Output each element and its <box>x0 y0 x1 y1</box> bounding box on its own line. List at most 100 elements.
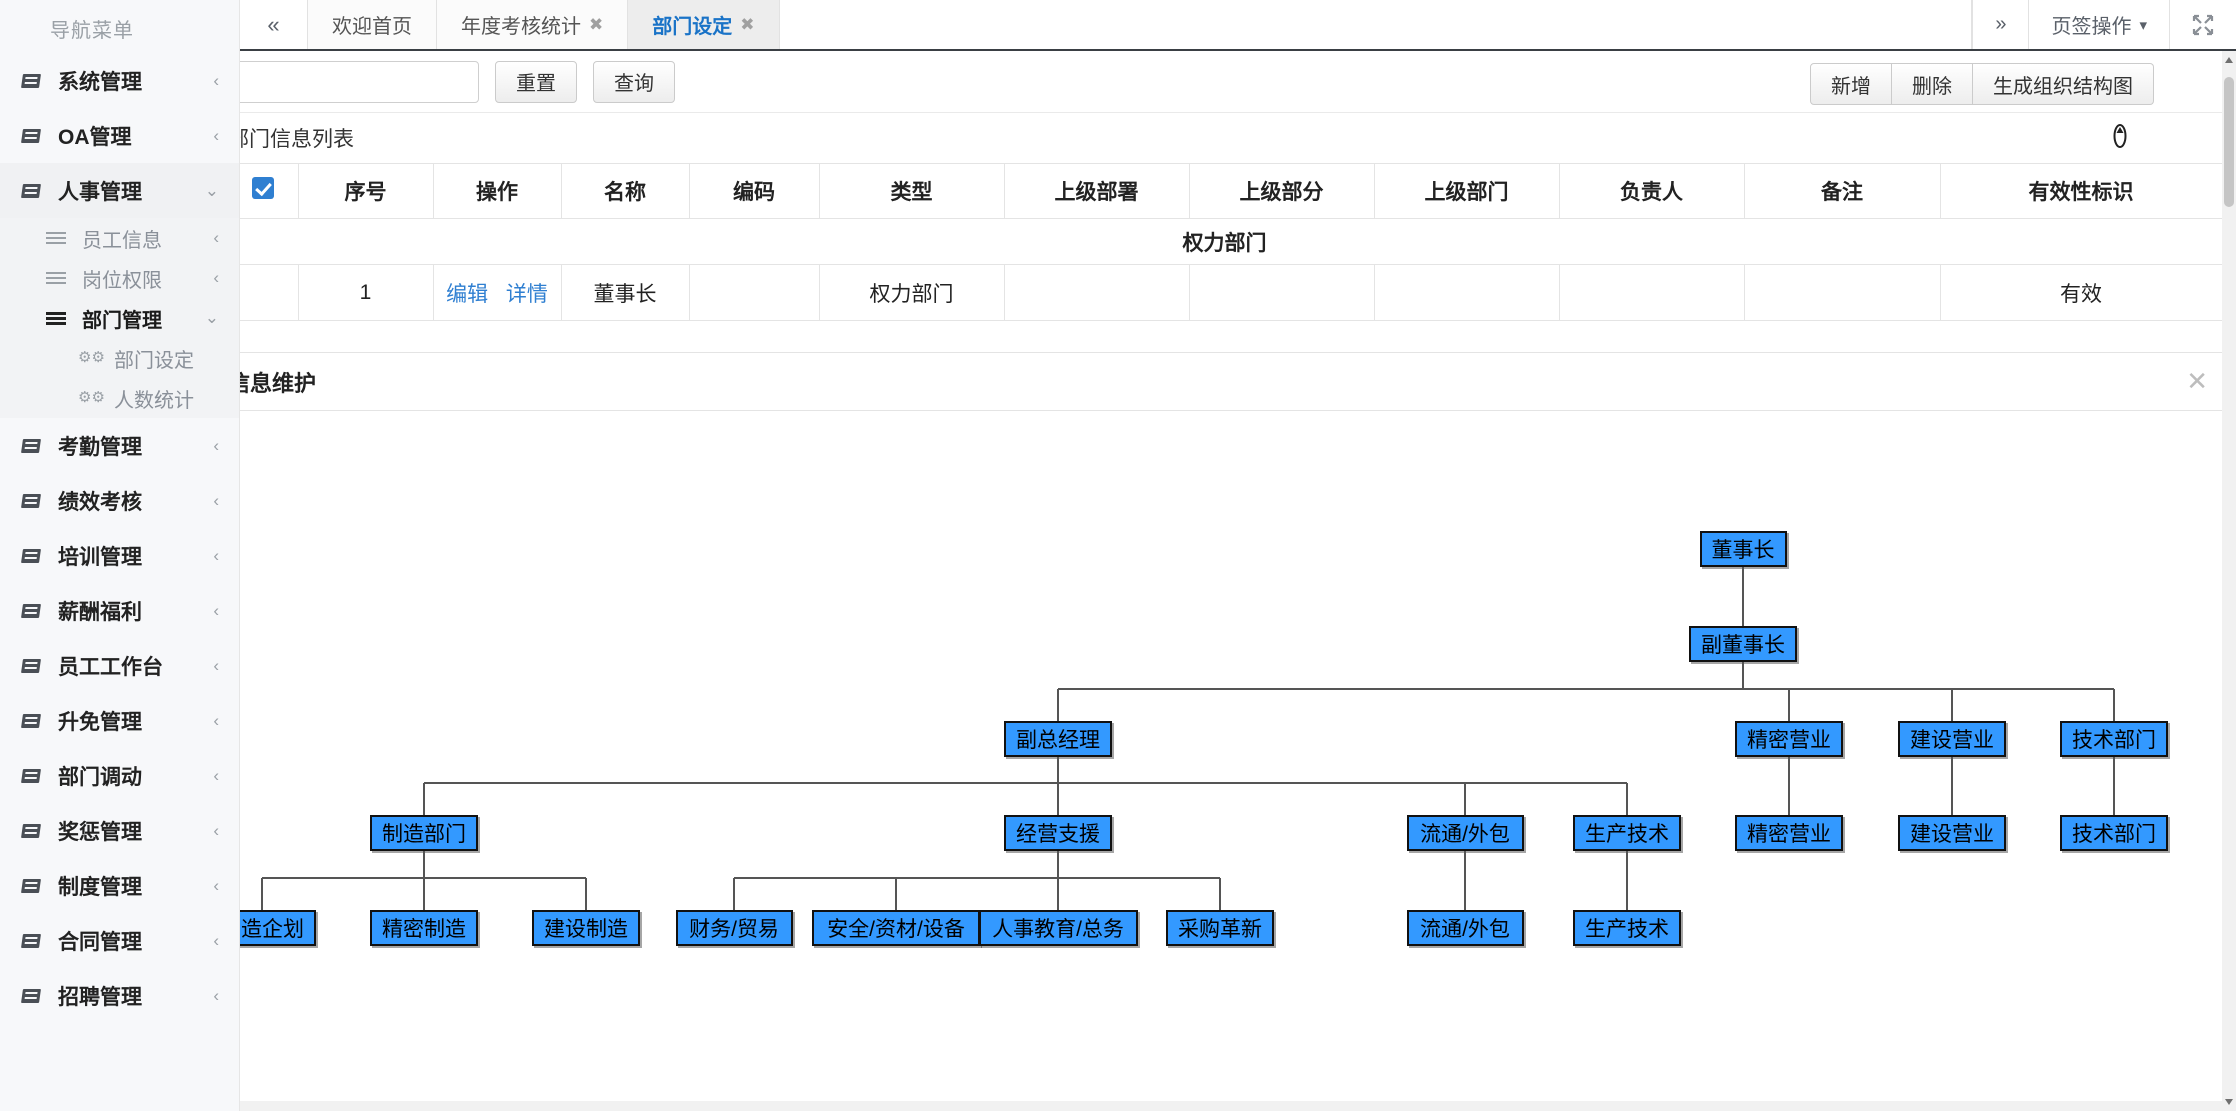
org-node[interactable]: 精密制造 <box>370 910 478 946</box>
edit-link[interactable]: 编辑 <box>446 282 489 306</box>
search-input[interactable] <box>219 60 479 103</box>
org-node[interactable]: 技术部门 <box>2060 815 2168 851</box>
org-connector <box>1057 688 1059 721</box>
sidebar-item-9[interactable]: 绩效考核‹ <box>0 473 239 528</box>
org-node[interactable]: 人事教育/总务 <box>978 910 1138 946</box>
org-node[interactable]: 副董事长 <box>1689 626 1797 662</box>
org-node[interactable]: 制造部门 <box>370 815 478 851</box>
org-node[interactable]: 技术部门 <box>2060 721 2168 757</box>
org-connector <box>261 877 263 910</box>
tab-label: 欢迎首页 <box>332 16 412 38</box>
sidebar-item-11[interactable]: 薪酬福利‹ <box>0 583 239 638</box>
sidebar-item-label: 岗位权限 <box>82 269 162 292</box>
org-node[interactable]: 流通/外包 <box>1406 910 1524 946</box>
dialog-horizontal-scrollbar[interactable] <box>240 1101 2236 1111</box>
org-connector <box>423 851 425 878</box>
tab-annual-review-stats[interactable]: 年度考核统计 ✖ <box>437 0 629 49</box>
chevron-left-icon: ‹ <box>213 875 219 895</box>
scroll-tabs-right-button[interactable]: » <box>1972 0 2028 49</box>
org-connector <box>2113 688 2115 721</box>
org-node[interactable]: 经营支援 <box>1004 815 1112 851</box>
sidebar-item-18[interactable]: 招聘管理‹ <box>0 968 239 1023</box>
sidebar-item-15[interactable]: 奖惩管理‹ <box>0 803 239 858</box>
nav-menu-title: 导航菜单 <box>50 20 134 42</box>
close-icon[interactable]: ✖ <box>740 14 755 34</box>
org-node[interactable]: 副总经理 <box>1004 721 1112 757</box>
sidebar-item-17[interactable]: 合同管理‹ <box>0 913 239 968</box>
sidebar-item-7[interactable]: ⚙⚙人数统计 <box>0 378 239 418</box>
sidebar-item-1[interactable]: OA管理‹ <box>0 108 239 163</box>
org-node[interactable]: 流通/外包 <box>1406 815 1524 851</box>
select-all-checkbox[interactable] <box>251 177 274 199</box>
book-icon <box>21 988 48 1003</box>
tab-welcome[interactable]: 欢迎首页 <box>308 0 437 49</box>
sidebar-item-2[interactable]: 人事管理⌄ <box>0 163 239 218</box>
sidebar-item-3[interactable]: 员工信息‹ <box>0 218 239 258</box>
org-connector <box>585 877 587 910</box>
table-group-row: 权力部门 <box>0 219 2222 265</box>
sidebar-item-13[interactable]: 升免管理‹ <box>0 693 239 748</box>
org-node[interactable]: 财务/贸易 <box>675 910 793 946</box>
org-connector <box>1626 783 1628 815</box>
scroll-tabs-left-button[interactable]: « <box>240 0 308 49</box>
sidebar: 导航菜单 系统管理‹OA管理‹人事管理⌄员工信息‹岗位权限‹部门管理⌄⚙⚙部门设… <box>0 0 240 1111</box>
chevron-left-icon: ‹ <box>213 125 219 145</box>
tab-department-settings[interactable]: 部门设定 ✖ <box>628 0 780 49</box>
tab-action-menu[interactable]: 页签操作 ▾ <box>2028 0 2169 49</box>
dialog-body: 董事长副董事长副总经理精密营业建设营业技术部门制造部门经营支援流通/外包生产技术… <box>0 411 2236 1111</box>
sidebar-item-label: 升免管理 <box>58 710 142 734</box>
reset-button[interactable]: 重置 <box>495 60 577 103</box>
table-header-row: 序号 操作 名称 编码 类型 上级部署 上级部分 上级部门 负责人 备注 有效性… <box>0 163 2222 219</box>
sidebar-item-5[interactable]: 部门管理⌄ <box>0 298 239 338</box>
org-node[interactable]: 精密营业 <box>1735 815 1843 851</box>
sort-asc-icon[interactable] <box>2108 123 2132 156</box>
scroll-down-arrow-icon[interactable] <box>2225 1099 2233 1105</box>
th-parent-dept: 上级部门 <box>1374 163 1560 219</box>
close-icon[interactable]: ✖ <box>589 14 604 34</box>
sidebar-item-6[interactable]: ⚙⚙部门设定 <box>0 338 239 378</box>
add-button[interactable]: 新增 <box>1810 63 1892 105</box>
scrollbar-thumb[interactable] <box>2224 77 2234 207</box>
close-icon[interactable]: ✕ <box>2186 366 2208 396</box>
row-operations[interactable]: 编辑 详情 <box>433 264 562 321</box>
sidebar-item-label: 部门调动 <box>58 765 142 789</box>
sidebar-item-4[interactable]: 岗位权限‹ <box>0 258 239 298</box>
org-node[interactable]: 生产技术 <box>1573 815 1681 851</box>
query-button[interactable]: 查询 <box>593 60 675 103</box>
org-node[interactable]: 建设制造 <box>532 910 640 946</box>
sidebar-item-12[interactable]: 员工工作台‹ <box>0 638 239 693</box>
delete-button[interactable]: 删除 <box>1892 63 1973 105</box>
sidebar-item-16[interactable]: 制度管理‹ <box>0 858 239 913</box>
table-row[interactable]: 1 编辑 详情 董事长 权力部门 有效 <box>0 264 2222 321</box>
tab-list: 欢迎首页 年度考核统计 ✖ 部门设定 ✖ <box>308 0 780 49</box>
org-node[interactable]: 建设营业 <box>1898 721 2006 757</box>
fullscreen-icon[interactable] <box>2169 0 2236 49</box>
row-parent-deploy <box>1004 264 1190 321</box>
book-icon <box>21 73 48 88</box>
org-node[interactable]: 安全/资材/设备 <box>812 910 980 946</box>
sidebar-item-10[interactable]: 培训管理‹ <box>0 528 239 583</box>
detail-link[interactable]: 详情 <box>505 282 548 306</box>
dialog-header: 信息维护 ✕ <box>0 353 2236 411</box>
org-connector <box>1742 567 1744 626</box>
chevron-left-icon: ‹ <box>213 490 219 510</box>
sidebar-item-14[interactable]: 部门调动‹ <box>0 748 239 803</box>
scroll-up-arrow-icon[interactable] <box>2225 57 2233 63</box>
book-icon <box>21 128 48 143</box>
org-node[interactable]: 生产技术 <box>1573 910 1681 946</box>
org-connector <box>734 876 1220 879</box>
org-node[interactable]: 采购革新 <box>1166 910 1274 946</box>
org-node[interactable]: 董事长 <box>1699 531 1787 567</box>
generate-org-chart-button[interactable]: 生成组织结构图 <box>1973 63 2154 105</box>
org-node[interactable]: 精密营业 <box>1735 721 1843 757</box>
sidebar-item-8[interactable]: 考勤管理‹ <box>0 418 239 473</box>
tab-label: 年度考核统计 <box>461 16 581 38</box>
page-vertical-scrollbar[interactable] <box>2222 51 2236 1111</box>
org-node[interactable]: 建设营业 <box>1898 815 2006 851</box>
org-connector <box>1951 757 1953 815</box>
chevron-left-icon: ‹ <box>213 820 219 840</box>
book-icon <box>21 658 48 673</box>
sidebar-item-0[interactable]: 系统管理‹ <box>0 53 239 108</box>
org-chart: 董事长副董事长副总经理精密营业建设营业技术部门制造部门经营支援流通/外包生产技术… <box>0 411 2236 1111</box>
chevron-down-icon: ▾ <box>2139 16 2147 34</box>
